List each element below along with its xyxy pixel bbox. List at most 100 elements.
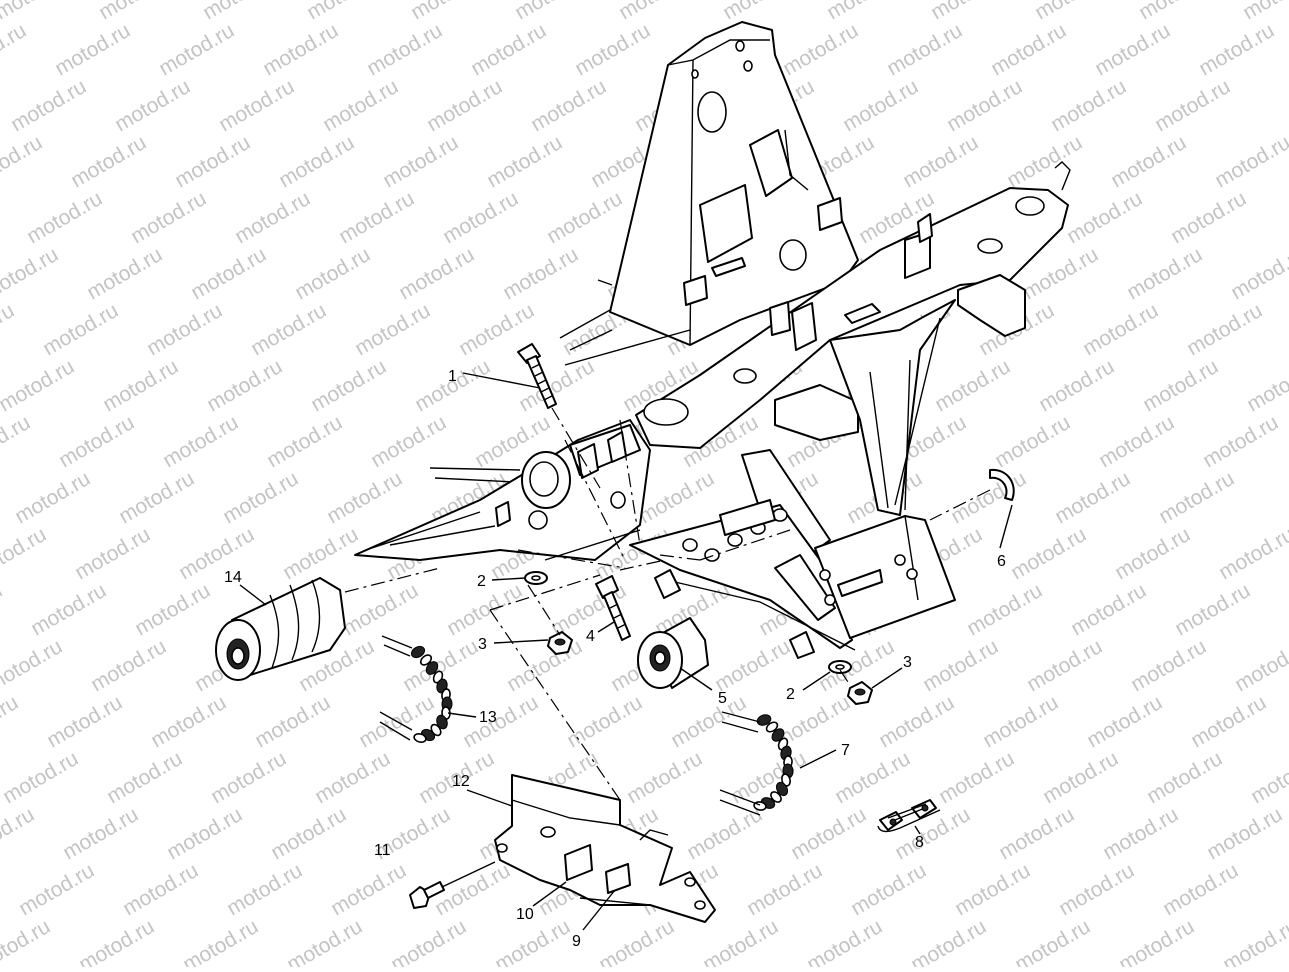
watermark-text: motod.ru bbox=[0, 19, 30, 80]
watermark-text: motod.ru bbox=[27, 579, 110, 640]
watermark-text: motod.ru bbox=[83, 243, 166, 304]
watermark-text: motod.ru bbox=[307, 355, 390, 416]
watermark-text: motod.ru bbox=[595, 915, 678, 967]
watermark-text: motod.ru bbox=[875, 691, 958, 752]
part-clip-6 bbox=[929, 468, 1015, 521]
watermark-text: motod.ru bbox=[1127, 635, 1210, 696]
watermark-text: motod.ru bbox=[291, 243, 374, 304]
watermark-text: motod.ru bbox=[311, 747, 394, 808]
watermark-text: motod.ru bbox=[0, 243, 62, 304]
watermark-text: motod.ru bbox=[1023, 635, 1106, 696]
watermark-text: motod.ru bbox=[1107, 131, 1190, 192]
assembly-center-lines bbox=[489, 419, 851, 801]
watermark-text: motod.ru bbox=[1039, 747, 1122, 808]
watermark-text: motod.ru bbox=[0, 131, 46, 192]
watermark-text: motod.ru bbox=[511, 0, 594, 24]
watermark-text: motod.ru bbox=[1155, 467, 1238, 528]
watermark-text: motod.ru bbox=[111, 75, 194, 136]
watermark-text: motod.ru bbox=[55, 411, 138, 472]
watermark-text: motod.ru bbox=[119, 859, 202, 920]
bulkhead-plate bbox=[609, 21, 859, 346]
part-bolt-4 bbox=[595, 575, 631, 641]
callout-1: 1 bbox=[448, 368, 457, 385]
watermark-text: motod.ru bbox=[467, 19, 550, 80]
callout-6: 6 bbox=[997, 553, 1006, 570]
callout-13: 13 bbox=[479, 709, 497, 726]
watermark-text: motod.ru bbox=[1211, 131, 1289, 192]
watermark-text: motod.ru bbox=[943, 75, 1026, 136]
watermark-text: motod.ru bbox=[203, 355, 286, 416]
watermark-text: motod.ru bbox=[1035, 355, 1118, 416]
watermark-text: motod.ru bbox=[263, 411, 346, 472]
watermark-text: motod.ru bbox=[219, 467, 302, 528]
watermark-text: motod.ru bbox=[907, 915, 990, 967]
part-screw-11 bbox=[409, 861, 496, 909]
watermark-text: motod.ru bbox=[379, 131, 462, 192]
chain-link bbox=[413, 733, 427, 743]
watermark-text: motod.ru bbox=[0, 411, 34, 472]
watermark-text: motod.ru bbox=[571, 19, 654, 80]
watermark-text: motod.ru bbox=[919, 635, 1002, 696]
watermark-text: motod.ru bbox=[1203, 803, 1286, 864]
watermark-text: motod.ru bbox=[1111, 523, 1194, 584]
watermark-text: motod.ru bbox=[1115, 915, 1198, 967]
watermark-text: motod.ru bbox=[15, 859, 98, 920]
watermark-text: motod.ru bbox=[223, 859, 306, 920]
watermark-text: motod.ru bbox=[387, 915, 470, 967]
watermark-text: motod.ru bbox=[51, 19, 134, 80]
watermark-text: motod.ru bbox=[459, 691, 542, 752]
leader-lines bbox=[239, 372, 1013, 931]
watermark-text: motod.ru bbox=[527, 75, 610, 136]
watermark-text: motod.ru bbox=[743, 859, 826, 920]
callout-14: 14 bbox=[224, 569, 242, 586]
watermark-text: motod.ru bbox=[323, 467, 406, 528]
watermark-text: motod.ru bbox=[483, 131, 566, 192]
watermark-text: motod.ru bbox=[0, 635, 66, 696]
watermark-text: motod.ru bbox=[143, 299, 226, 360]
watermark-text: motod.ru bbox=[71, 523, 154, 584]
watermark-text: motod.ru bbox=[59, 803, 142, 864]
callout-4: 4 bbox=[586, 628, 595, 645]
part-chain-13 bbox=[410, 645, 453, 743]
watermark-text: motod.ru bbox=[1079, 299, 1162, 360]
watermark-text: motod.ru bbox=[1183, 299, 1266, 360]
part-bushing-5 bbox=[637, 617, 709, 689]
watermark-text: motod.ru bbox=[711, 635, 794, 696]
watermark-text: motod.ru bbox=[979, 691, 1062, 752]
watermark-text: motod.ru bbox=[259, 19, 342, 80]
watermark-text: motod.ru bbox=[1123, 243, 1206, 304]
watermark-text: motod.ru bbox=[395, 243, 478, 304]
watermark-text: motod.ru bbox=[207, 747, 290, 808]
watermark-text: motod.ru bbox=[987, 19, 1070, 80]
watermark-text: motod.ru bbox=[0, 0, 74, 24]
watermark-text: motod.ru bbox=[275, 131, 358, 192]
callout-12: 12 bbox=[452, 773, 470, 790]
chain-link bbox=[771, 728, 785, 742]
callout-5: 5 bbox=[718, 690, 727, 707]
watermark-text: motod.ru bbox=[1091, 19, 1174, 80]
watermark-text: motod.ru bbox=[1159, 859, 1242, 920]
watermark-text: motod.ru bbox=[963, 579, 1046, 640]
watermark-text: motod.ru bbox=[171, 131, 254, 192]
chain-link bbox=[410, 645, 426, 659]
watermark-text: motod.ru bbox=[0, 579, 6, 640]
watermark-text: motod.ru bbox=[303, 0, 386, 24]
chain-7-lead-lines bbox=[721, 711, 761, 733]
part-chain-guard-12 bbox=[494, 774, 716, 923]
watermark-text: motod.ru bbox=[1199, 411, 1282, 472]
watermark-text: motod.ru bbox=[1011, 915, 1094, 967]
callout-9: 9 bbox=[572, 933, 581, 950]
watermark-text: motod.ru bbox=[103, 747, 186, 808]
rear-foot-block bbox=[814, 515, 956, 639]
watermark-text: motod.ru bbox=[1095, 411, 1178, 472]
watermark-text: motod.ru bbox=[67, 131, 150, 192]
lower-pivot-arm bbox=[629, 499, 856, 659]
watermark-text: motod.ru bbox=[719, 0, 802, 24]
watermark-text: motod.ru bbox=[779, 19, 862, 80]
watermark-text: motod.ru bbox=[543, 187, 626, 248]
watermark-text: motod.ru bbox=[699, 915, 782, 967]
chain-link bbox=[436, 714, 448, 730]
watermark-text: motod.ru bbox=[131, 579, 214, 640]
watermark-text: motod.ru bbox=[1047, 75, 1130, 136]
